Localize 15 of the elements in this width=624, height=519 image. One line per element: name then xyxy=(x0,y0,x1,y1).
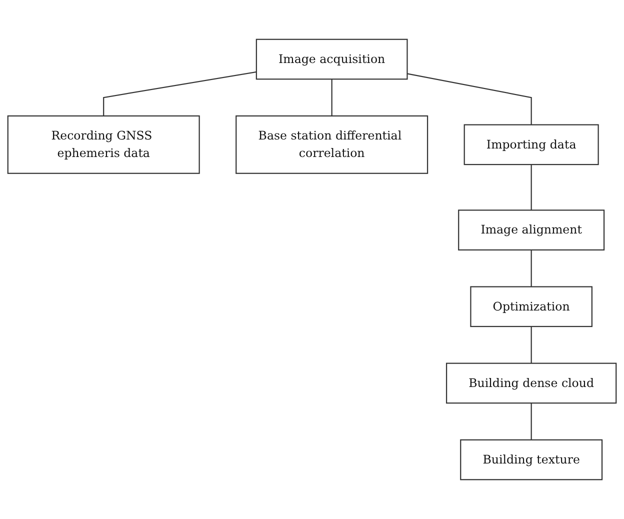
node-box: Importing data xyxy=(464,124,599,166)
connector xyxy=(331,79,332,116)
connector xyxy=(530,326,532,364)
node-box: Base station differential correlation xyxy=(236,115,428,174)
connector xyxy=(407,73,532,125)
node-box: Building texture xyxy=(460,439,603,480)
connector xyxy=(530,403,532,440)
node-box: Recording GNSS ephemeris data xyxy=(7,115,200,174)
node-box: Image alignment xyxy=(458,210,605,250)
connector xyxy=(530,250,532,287)
node-box: Optimization xyxy=(470,286,592,328)
connector xyxy=(103,71,257,116)
node-box: Image acquisition xyxy=(256,38,408,80)
node-box: Building dense cloud xyxy=(446,362,617,404)
connector xyxy=(530,164,532,210)
